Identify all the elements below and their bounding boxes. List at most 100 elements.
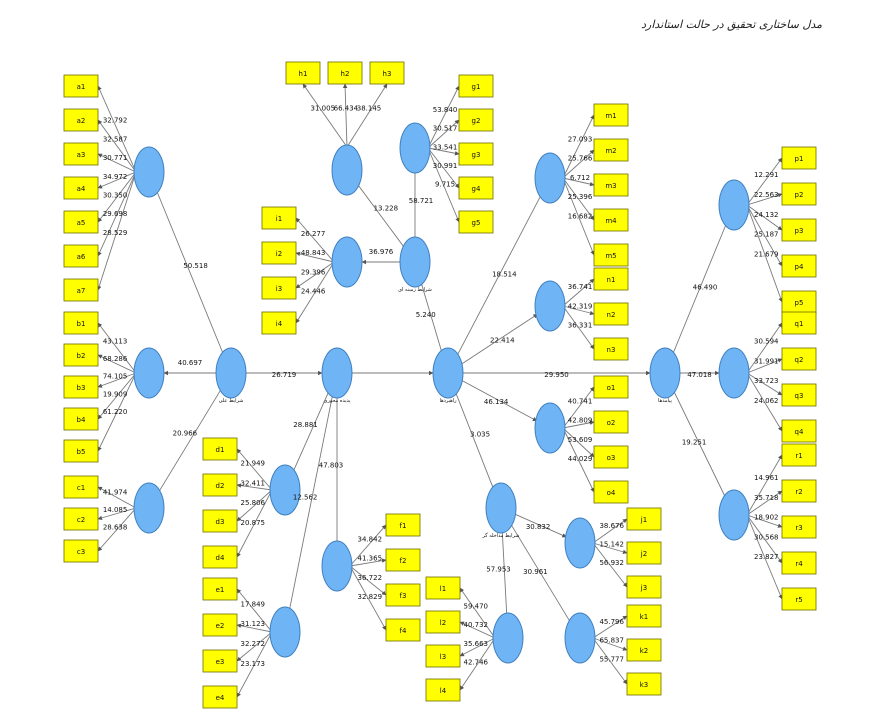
construct-node-e[interactable] [269, 606, 301, 658]
indicator-box-i3[interactable] [261, 276, 297, 300]
construct-node-d[interactable] [269, 464, 301, 516]
indicator-box-m3[interactable] [593, 173, 629, 197]
indicator-box-f3[interactable] [385, 583, 421, 607]
indicator-box-q2[interactable] [781, 347, 817, 371]
indicator-box-q1[interactable] [781, 311, 817, 335]
indicator-box-i4[interactable] [261, 311, 297, 335]
indicator-box-m1[interactable] [593, 103, 629, 127]
indicator-box-f4[interactable] [385, 618, 421, 642]
indicator-box-p4[interactable] [781, 254, 817, 278]
indicator-box-g3[interactable] [458, 142, 494, 166]
indicator-box-b1[interactable] [63, 311, 99, 335]
indicator-box-m4[interactable] [593, 208, 629, 232]
loading-value: 38.145 [357, 104, 382, 112]
indicator-box-a4[interactable] [63, 176, 99, 200]
construct-node-g[interactable] [399, 122, 431, 174]
indicator-box-o4[interactable] [593, 480, 629, 504]
indicator-box-k3[interactable] [626, 672, 662, 696]
indicator-box-j3[interactable] [626, 575, 662, 599]
indicator-box-r3[interactable] [781, 515, 817, 539]
indicator-box-f1[interactable] [385, 513, 421, 537]
indicator-box-b2[interactable] [63, 343, 99, 367]
indicator-box-r4[interactable] [781, 551, 817, 575]
indicator-box-q3[interactable] [781, 383, 817, 407]
construct-node-p[interactable] [718, 179, 750, 231]
indicator-box-n3[interactable] [593, 337, 629, 361]
indicator-box-d3[interactable] [202, 509, 238, 533]
construct-node-c[interactable] [133, 482, 165, 534]
indicator-box-c2[interactable] [63, 507, 99, 531]
construct-node-l[interactable] [492, 612, 524, 664]
indicator-box-a5[interactable] [63, 210, 99, 234]
indicator-box-p3[interactable] [781, 218, 817, 242]
indicator-box-o1[interactable] [593, 375, 629, 399]
indicator-box-p2[interactable] [781, 182, 817, 206]
indicator-box-a1[interactable] [63, 74, 99, 98]
indicator-box-r1[interactable] [781, 443, 817, 467]
indicator-box-a3[interactable] [63, 142, 99, 166]
indicator-box-h3[interactable] [369, 61, 405, 85]
indicator-box-d1[interactable] [202, 437, 238, 461]
indicator-box-f2[interactable] [385, 548, 421, 572]
indicator-box-c1[interactable] [63, 475, 99, 499]
construct-node-b[interactable] [133, 347, 165, 399]
indicator-box-h1[interactable] [285, 61, 321, 85]
indicator-box-n2[interactable] [593, 302, 629, 326]
construct-node-sha[interactable] [215, 347, 247, 399]
loading-arrow [746, 193, 783, 206]
indicator-box-g1[interactable] [458, 74, 494, 98]
construct-node-r[interactable] [718, 489, 750, 541]
indicator-box-r2[interactable] [781, 479, 817, 503]
construct-node-o[interactable] [534, 402, 566, 454]
indicator-box-l3[interactable] [425, 644, 461, 668]
indicator-box-g5[interactable] [458, 210, 494, 234]
indicator-box-d2[interactable] [202, 473, 238, 497]
indicator-box-b3[interactable] [63, 375, 99, 399]
indicator-box-g4[interactable] [458, 176, 494, 200]
construct-node-q[interactable] [718, 347, 750, 399]
construct-node-n[interactable] [534, 280, 566, 332]
indicator-box-a2[interactable] [63, 108, 99, 132]
construct-node-a[interactable] [133, 146, 165, 198]
indicator-box-r5[interactable] [781, 587, 817, 611]
indicator-box-e4[interactable] [202, 685, 238, 709]
indicator-box-a6[interactable] [63, 244, 99, 268]
indicator-box-h2[interactable] [327, 61, 363, 85]
indicator-box-g2[interactable] [458, 108, 494, 132]
indicator-box-o3[interactable] [593, 445, 629, 469]
construct-node-f[interactable] [321, 540, 353, 592]
construct-node-h[interactable] [331, 144, 363, 196]
indicator-box-o2[interactable] [593, 410, 629, 434]
indicator-box-k1[interactable] [626, 604, 662, 628]
construct-node-pay[interactable] [649, 347, 681, 399]
indicator-box-l1[interactable] [425, 576, 461, 600]
construct-node-k[interactable] [564, 612, 596, 664]
indicator-box-d4[interactable] [202, 545, 238, 569]
indicator-box-j2[interactable] [626, 541, 662, 565]
indicator-box-c3[interactable] [63, 539, 99, 563]
indicator-box-n1[interactable] [593, 267, 629, 291]
construct-node-j[interactable] [564, 517, 596, 569]
indicator-box-q4[interactable] [781, 419, 817, 443]
indicator-box-b4[interactable] [63, 407, 99, 431]
construct-node-pad[interactable] [321, 347, 353, 399]
indicator-box-k2[interactable] [626, 638, 662, 662]
indicator-box-a7[interactable] [63, 278, 99, 302]
construct-node-i[interactable] [331, 236, 363, 288]
indicator-box-l2[interactable] [425, 610, 461, 634]
construct-node-zam[interactable] [399, 236, 431, 288]
indicator-box-e1[interactable] [202, 577, 238, 601]
indicator-box-j1[interactable] [626, 507, 662, 531]
indicator-box-m5[interactable] [593, 243, 629, 267]
indicator-box-e3[interactable] [202, 649, 238, 673]
construct-node-rah[interactable] [432, 347, 464, 399]
indicator-box-i2[interactable] [261, 241, 297, 265]
indicator-box-m2[interactable] [593, 138, 629, 162]
construct-node-mod[interactable] [485, 482, 517, 534]
construct-node-m[interactable] [534, 152, 566, 204]
indicator-box-e2[interactable] [202, 613, 238, 637]
indicator-box-i1[interactable] [261, 206, 297, 230]
indicator-box-p1[interactable] [781, 146, 817, 170]
indicator-box-l4[interactable] [425, 678, 461, 702]
indicator-box-b5[interactable] [63, 439, 99, 463]
